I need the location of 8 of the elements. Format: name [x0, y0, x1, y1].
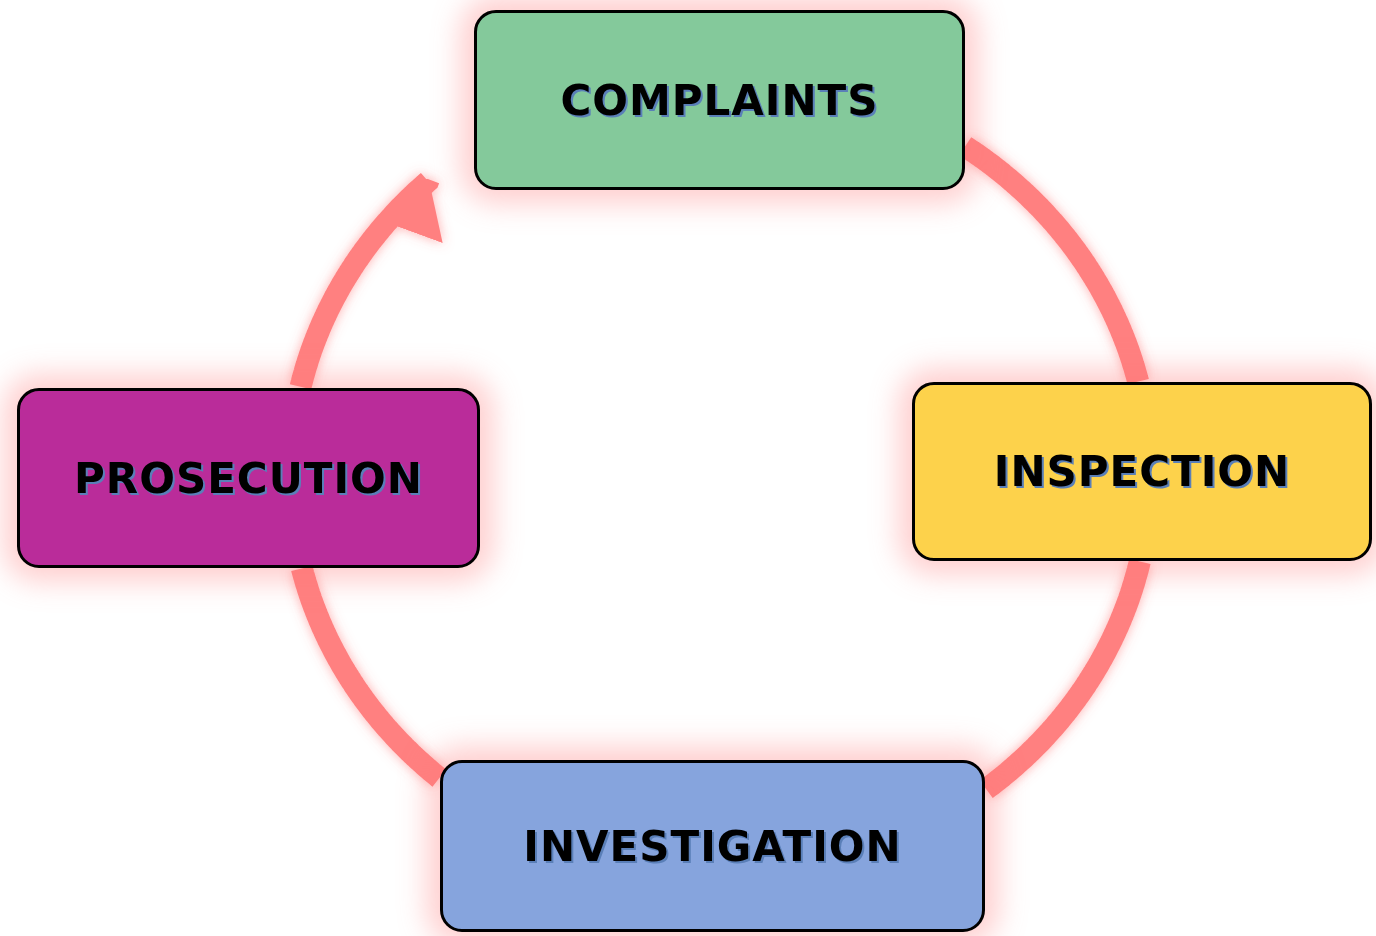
box-label: INSPECTION: [993, 447, 1291, 496]
process-box: [17, 388, 480, 568]
process-box: [440, 760, 985, 932]
process-box: [912, 382, 1372, 561]
box-label: COMPLAINTS: [560, 75, 879, 125]
process-box: [474, 10, 965, 190]
box-label: PROSECUTION: [74, 453, 423, 503]
box-label: INVESTIGATION: [523, 821, 902, 871]
